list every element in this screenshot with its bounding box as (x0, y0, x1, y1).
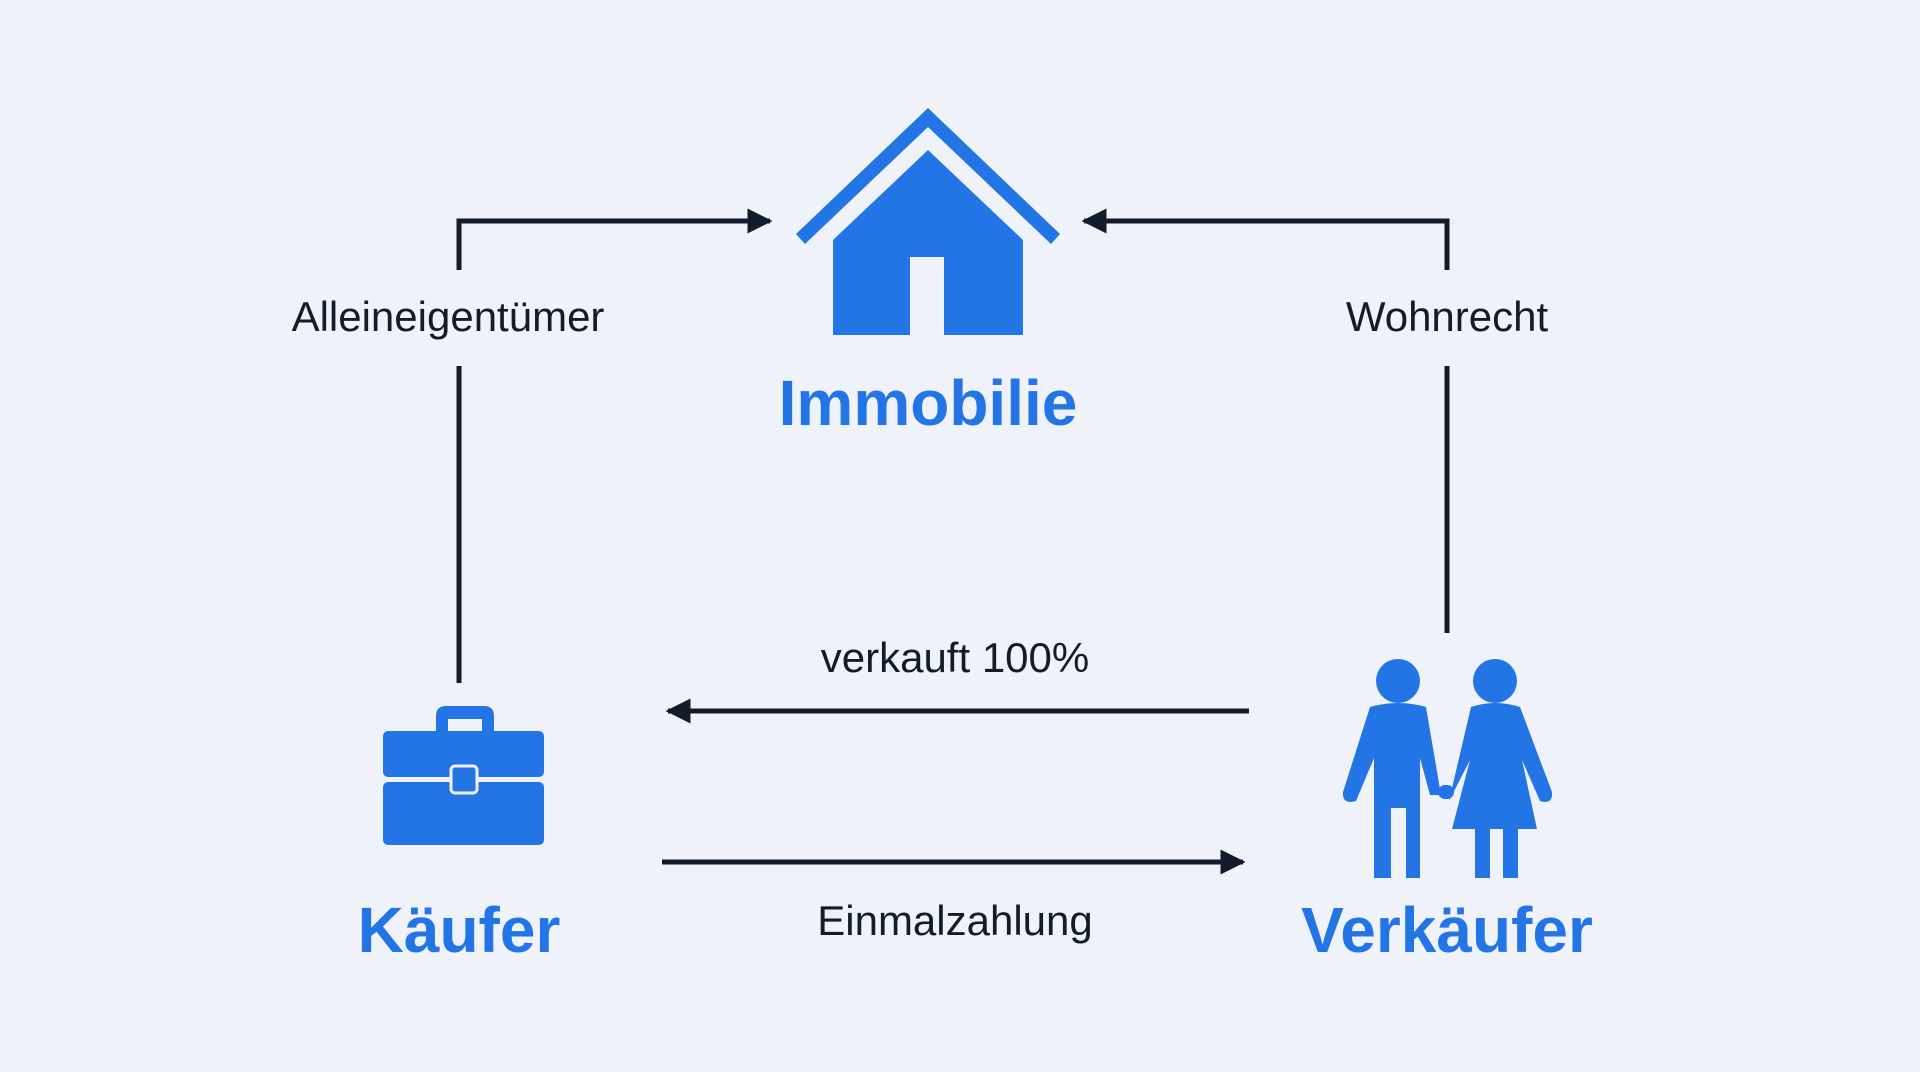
edge-label-seller-to-buyer: verkauft 100% (821, 634, 1090, 681)
edge-label-buyer-to-property: Alleineigentümer (292, 293, 605, 340)
edge-label-seller-to-property: Wohnrecht (1346, 293, 1549, 340)
edge-label-buyer-to-seller: Einmalzahlung (817, 897, 1093, 944)
edge-buyer-to-property-upper (456, 208, 773, 270)
connectors (456, 208, 1450, 875)
house-icon (796, 108, 1060, 335)
edge-seller-to-property-upper (1081, 208, 1450, 270)
node-label-buyer: Käufer (358, 894, 561, 966)
node-label-seller: Verkäufer (1301, 894, 1593, 966)
briefcase-icon (383, 706, 544, 845)
couple-icon (1342, 659, 1553, 878)
node-label-property: Immobilie (779, 367, 1078, 439)
